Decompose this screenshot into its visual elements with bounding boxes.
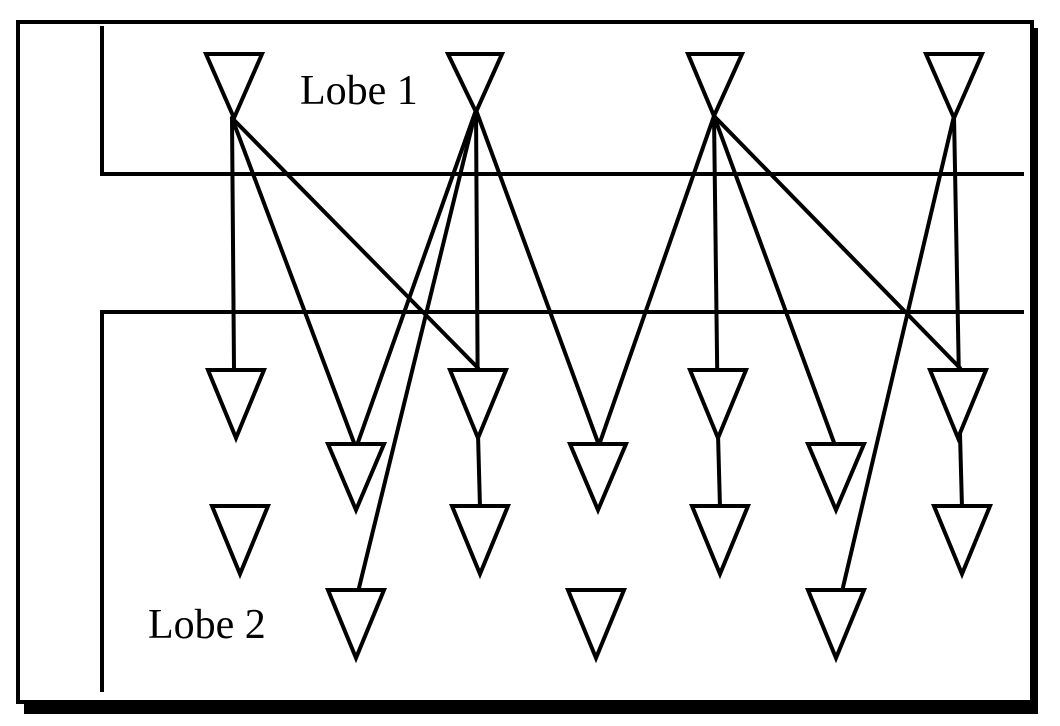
axon [716,432,722,510]
neuron-triangle [205,368,267,444]
neuron-triangle [931,504,993,580]
lobe1-neurons [202,52,986,123]
neuron-triangle [805,588,867,664]
neuron-triangle [927,368,989,444]
axon [230,116,358,450]
neuron-triangle [684,52,746,122]
neuron-triangle [449,504,511,580]
neuron-triangle [209,504,271,580]
connections [230,108,964,602]
neuron-triangle [447,368,509,444]
neuron-triangle [444,52,506,117]
axon [230,116,236,370]
neuron-triangle [566,442,630,516]
neuron-triangle [804,442,868,516]
axon [958,432,964,510]
neuron-triangle [565,588,627,664]
axon [476,432,482,510]
lobe2-label-bg [144,598,276,648]
lobe1-label: Lobe 1 [300,68,418,114]
neuron-triangle [689,504,751,580]
axon [596,114,716,450]
neuron-triangle [324,442,388,516]
axon [354,108,478,450]
neuron-triangle [922,52,986,123]
neuron-triangle [687,368,749,444]
lobe2-neurons [205,368,993,664]
axon [712,114,838,450]
axon [712,114,962,370]
neuron-triangle [202,52,266,123]
lobe1-label-bg [296,64,428,114]
neuron-triangle [325,588,387,664]
axon [230,116,480,370]
axon [474,108,602,450]
axon [838,114,956,602]
lobe2-label: Lobe 2 [148,602,266,648]
axon [356,108,478,594]
